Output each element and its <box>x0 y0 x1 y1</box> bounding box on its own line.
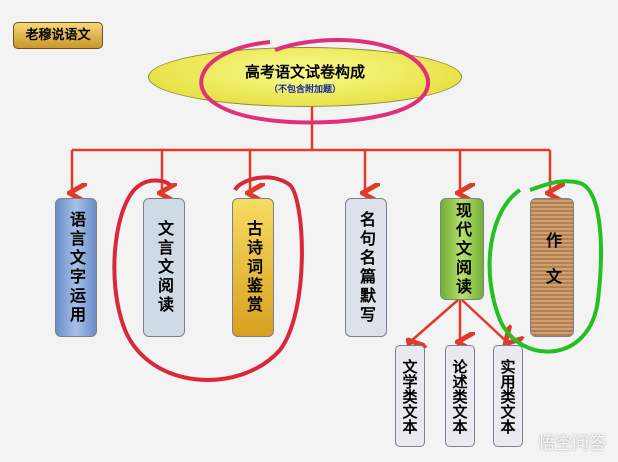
watermark: 悟空问答 <box>538 434 606 454</box>
node-poetry: 古诗词鉴赏 <box>232 198 274 337</box>
root-subtitle: （不包含附加题） <box>268 85 341 95</box>
root-title: 高考语文试卷构成 <box>244 63 365 81</box>
green-circle-annotation <box>487 179 603 354</box>
pink-circle-annotation <box>199 38 431 125</box>
node-argumentative-text: 论述类文本 <box>445 345 475 447</box>
node-modern-reading: 现代文阅读 <box>440 198 484 300</box>
node-practical-text: 实用类文本 <box>493 345 523 447</box>
node-literary-text: 文学类文本 <box>395 345 425 447</box>
red-circle-annotation <box>112 175 304 382</box>
node-language-use: 语言文字运用 <box>55 198 97 337</box>
node-classical-reading: 文言文阅读 <box>143 198 185 337</box>
node-composition: 作文 <box>530 198 574 337</box>
node-dictation: 名句名篇默写 <box>345 198 387 337</box>
author-tag: 老穆说语文 <box>13 22 103 49</box>
